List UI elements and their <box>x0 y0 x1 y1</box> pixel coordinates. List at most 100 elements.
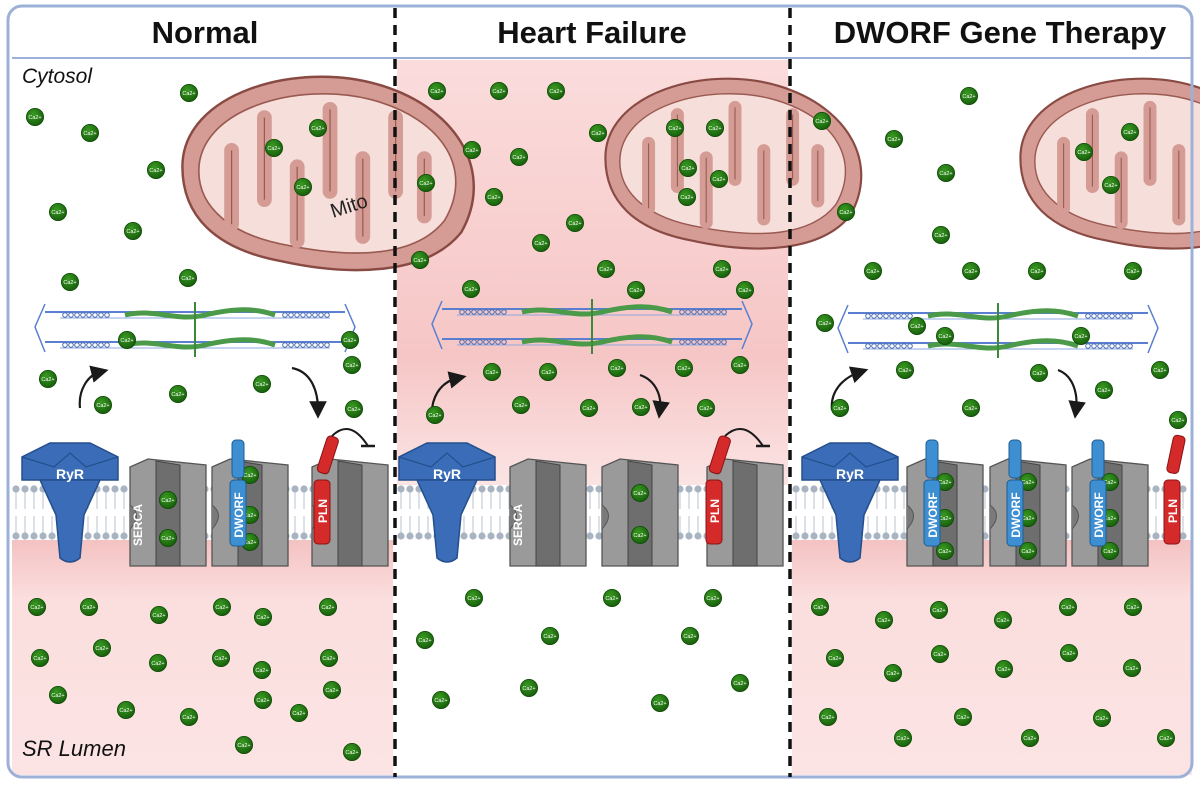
calcium-ion-disc <box>416 173 436 193</box>
titin-coil <box>86 312 92 318</box>
lipid-head <box>406 485 414 493</box>
lipid-head <box>111 532 119 540</box>
titin-coil <box>1103 313 1109 319</box>
calcium-ion: Ca2+ <box>961 398 981 418</box>
titin-coil <box>465 339 471 345</box>
lipid-head <box>12 485 20 493</box>
titin-coil <box>104 312 110 318</box>
calcium-ion-disc <box>825 648 845 668</box>
titin-coil <box>1121 313 1127 319</box>
calcium-ion-disc <box>810 597 830 617</box>
titin-coil <box>98 342 104 348</box>
calcium-ion-disc <box>1123 261 1143 281</box>
lipid-head <box>828 532 836 540</box>
titin-coil <box>1127 313 1133 319</box>
serca-groove <box>906 504 914 530</box>
calcium-ion-disc <box>25 107 45 127</box>
calcium-ion-label: Ca2+ <box>119 708 132 714</box>
inhibition-line <box>724 427 764 447</box>
calcium-ion-label: Ca2+ <box>182 91 195 97</box>
calcium-ion: Ca2+ <box>1020 728 1040 748</box>
calcium-ion-disc <box>1018 541 1038 561</box>
dworf-peptide: DWORF <box>1089 439 1107 547</box>
calcium-layer: Ca2+ Ca2+ Ca2+ Ca2+ Ca2+ Ca2+ Ca2+ Ca2+ Ca2+ Ca2+… <box>25 81 1188 762</box>
titin-coil <box>288 312 294 318</box>
calcium-ion-label: Ca2+ <box>256 615 269 621</box>
calcium-ion: Ca2+ <box>462 140 482 160</box>
calcium-ion: Ca2+ <box>929 600 949 620</box>
calcium-ion-disc <box>1027 261 1047 281</box>
calcium-ion-disc <box>893 728 913 748</box>
inhibition-arrow <box>724 427 770 448</box>
calcium-ion-label: Ca2+ <box>151 661 164 667</box>
calcium-ion: Ca2+ <box>464 588 484 608</box>
calcium-ion: Ca2+ <box>30 648 50 668</box>
calcium-ion-label: Ca2+ <box>813 605 826 611</box>
titin-coil <box>501 339 507 345</box>
lipid-head <box>84 532 92 540</box>
titin-coil <box>907 343 913 349</box>
calcium-ion-disc <box>830 398 850 418</box>
titin-coil <box>703 309 709 315</box>
calcium-ion-label: Ca2+ <box>430 89 443 95</box>
calcium-ion-label: Ca2+ <box>712 177 725 183</box>
titin-coil <box>312 312 318 318</box>
calcium-ion-disc <box>815 313 835 333</box>
titin-coil <box>477 339 483 345</box>
sr-lumen-shading <box>792 540 1192 775</box>
calcium-ion-label: Ca2+ <box>1103 480 1116 486</box>
calcium-ion-disc <box>178 268 198 288</box>
titin-coil <box>324 342 330 348</box>
calcium-ion-disc <box>264 138 284 158</box>
lipid-head <box>460 532 468 540</box>
calcium-ion-disc <box>626 280 646 300</box>
calcium-ion-disc <box>149 605 169 625</box>
lipid-head <box>300 485 308 493</box>
ryr-pore <box>38 479 102 563</box>
lipid-head <box>120 532 128 540</box>
calcium-ion-label: Ca2+ <box>1032 371 1045 377</box>
lipid-head <box>487 485 495 493</box>
calcium-ion-label: Ca2+ <box>311 126 324 132</box>
titin-coil <box>483 339 489 345</box>
calcium-ion-disc <box>322 680 342 700</box>
serca-groove <box>509 504 517 530</box>
lipid-head <box>891 532 899 540</box>
lipid-head <box>93 532 101 540</box>
calcium-ion: Ca2+ <box>489 81 509 101</box>
titin-coil <box>471 339 477 345</box>
calcium-ion-disc <box>730 673 750 693</box>
dworf-helix-top <box>231 439 245 479</box>
calcium-ion-disc <box>179 83 199 103</box>
calcium-ion: Ca2+ <box>883 663 903 683</box>
lipid-head <box>882 532 890 540</box>
calcium-ion: Ca2+ <box>410 250 430 270</box>
calcium-ion-disc <box>931 225 951 245</box>
calcium-ion-label: Ca2+ <box>680 195 693 201</box>
calcium-ion: Ca2+ <box>893 728 913 748</box>
titin-coil <box>871 313 877 319</box>
lipid-head <box>48 532 56 540</box>
calcium-ion-disc <box>1168 410 1188 430</box>
pln-helix <box>705 479 723 545</box>
calcium-ion-disc <box>1020 728 1040 748</box>
calcium-ion-label: Ca2+ <box>541 370 554 376</box>
calcium-ion-label: Ca2+ <box>171 392 184 398</box>
titin-coil <box>282 342 288 348</box>
ryr-pore <box>818 479 882 563</box>
calcium-ion-label: Ca2+ <box>887 137 900 143</box>
calcium-ion-label: Ca2+ <box>956 715 969 721</box>
calcium-ion: Ca2+ <box>1101 175 1121 195</box>
titin-coil <box>1103 343 1109 349</box>
calcium-ion-label: Ca2+ <box>1159 736 1172 742</box>
calcium-ion-disc <box>30 648 50 668</box>
calcium-ion: Ca2+ <box>1027 261 1047 281</box>
calcium-ion-label: Ca2+ <box>634 405 647 411</box>
calcium-ion: Ca2+ <box>1059 643 1079 663</box>
calcium-ion: Ca2+ <box>830 398 850 418</box>
calcium-ion: Ca2+ <box>1092 708 1112 728</box>
calcium-ion-disc <box>116 700 136 720</box>
calcium-ion: Ca2+ <box>289 703 309 723</box>
calcium-ion-label: Ca2+ <box>255 382 268 388</box>
lipid-head <box>810 532 818 540</box>
